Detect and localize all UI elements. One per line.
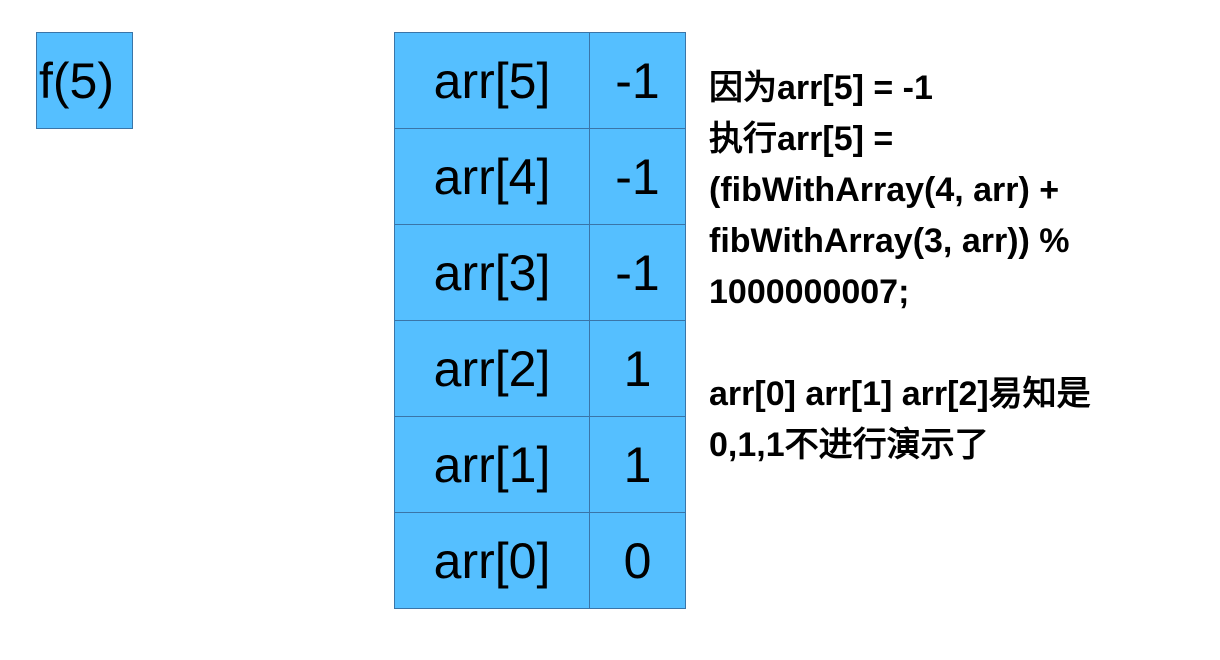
array-index-cell: arr[5] bbox=[394, 32, 590, 129]
array-row: arr[3] -1 bbox=[394, 224, 686, 321]
array-value-cell: -1 bbox=[589, 128, 686, 225]
array-row: arr[4] -1 bbox=[394, 128, 686, 225]
array-index-cell: arr[3] bbox=[394, 224, 590, 321]
array-index-cell: arr[1] bbox=[394, 416, 590, 513]
array-index-cell: arr[0] bbox=[394, 512, 590, 609]
array-row: arr[5] -1 bbox=[394, 32, 686, 129]
memo-array-table: arr[5] -1 arr[4] -1 arr[3] -1 arr[2] 1 a… bbox=[394, 32, 686, 609]
function-call-box: f(5) bbox=[36, 32, 133, 129]
array-row: arr[1] 1 bbox=[394, 416, 686, 513]
array-value-cell: -1 bbox=[589, 32, 686, 129]
array-value-cell: 0 bbox=[589, 512, 686, 609]
array-row: arr[0] 0 bbox=[394, 512, 686, 609]
array-value-cell: 1 bbox=[589, 320, 686, 417]
function-call-label: f(5) bbox=[39, 52, 114, 109]
base-cases-note: arr[0] arr[1] arr[2]易知是 0,1,1不进行演示了 bbox=[709, 375, 1091, 464]
array-value-cell: 1 bbox=[589, 416, 686, 513]
array-index-cell: arr[4] bbox=[394, 128, 590, 225]
explanation-note: 因为arr[5] = -1 执行arr[5] = (fibWithArray(4… bbox=[709, 69, 1070, 311]
array-value-cell: -1 bbox=[589, 224, 686, 321]
array-row: arr[2] 1 bbox=[394, 320, 686, 417]
array-index-cell: arr[2] bbox=[394, 320, 590, 417]
